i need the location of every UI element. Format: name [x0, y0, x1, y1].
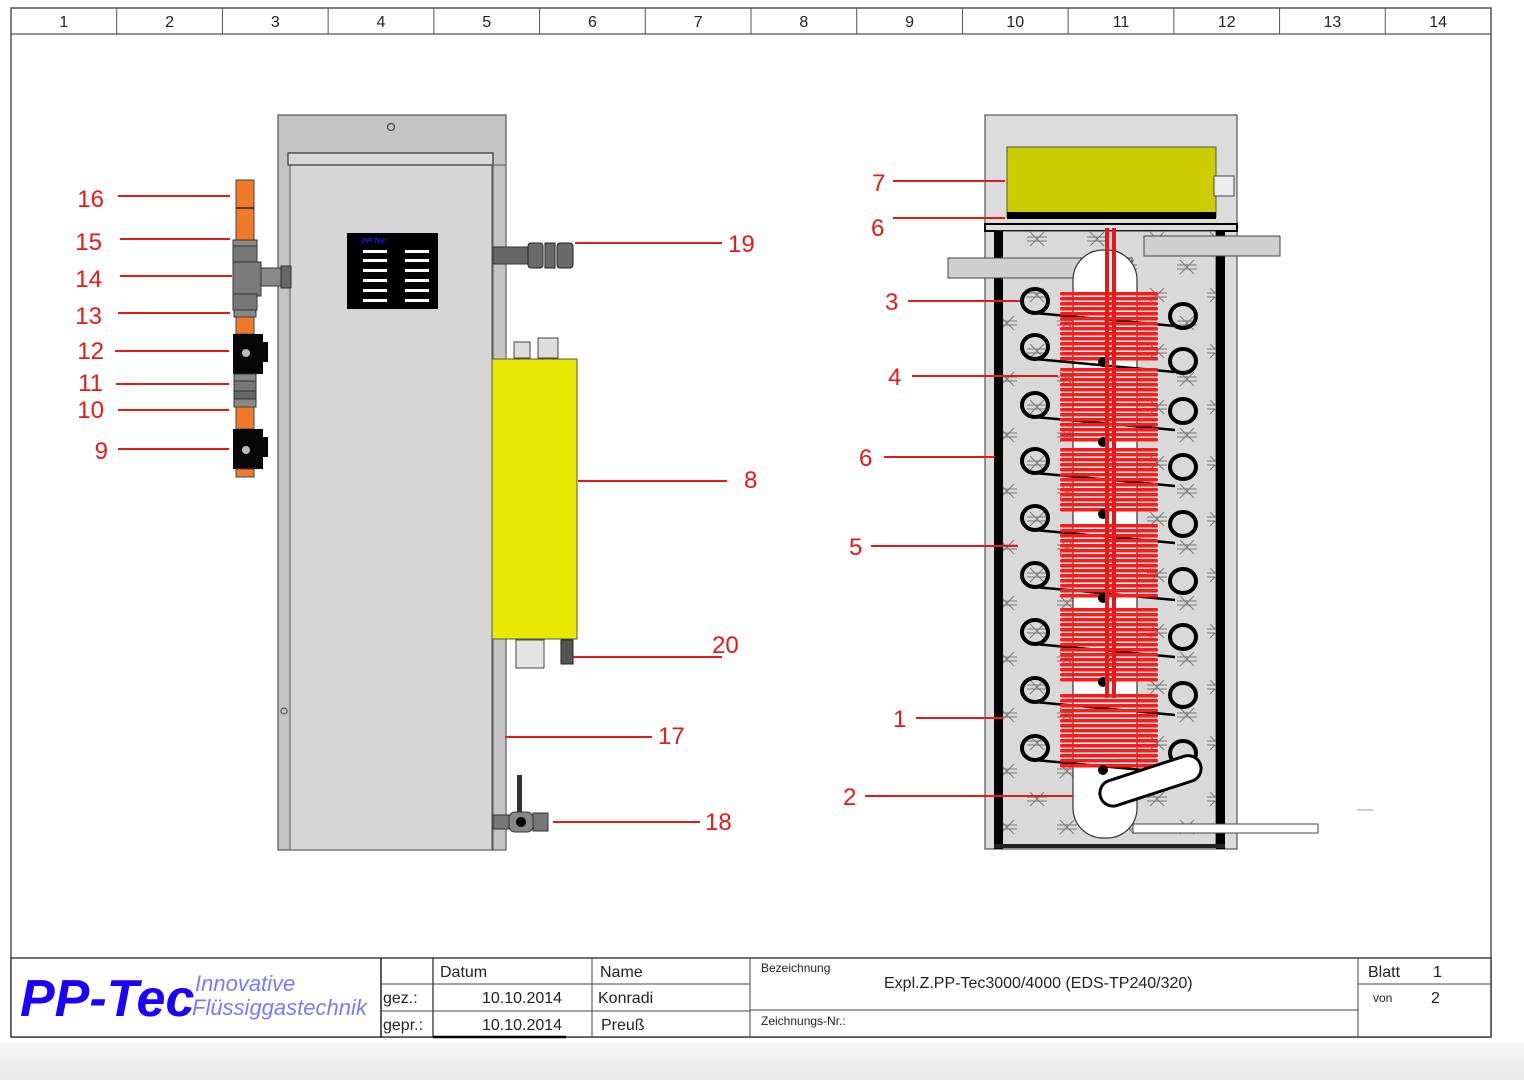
- callout-1: 1: [893, 706, 906, 733]
- callout-20: 20: [712, 632, 739, 659]
- grid-column-10: 10: [1006, 14, 1024, 31]
- callout-17: 17: [658, 723, 685, 750]
- logo-tagline-2: Flüssiggastechnik: [192, 995, 368, 1020]
- coil-ring: [1168, 567, 1198, 595]
- grid-column-1: 1: [59, 14, 68, 31]
- logo-pp-tec: PP-Tec: [20, 970, 194, 1028]
- von-label: von: [1373, 991, 1392, 1005]
- bezeichnung-label: Bezeichnung: [761, 961, 830, 975]
- zeichnungs-nr-label: Zeichnungs-Nr.:: [761, 1014, 846, 1028]
- grid-column-3: 3: [271, 14, 280, 31]
- callout-18: 18: [705, 809, 732, 836]
- bezeichnung-value: Expl.Z.PP-Tec3000/4000 (EDS-TP240/320): [884, 975, 1193, 992]
- cabinet-top-rail: [287, 152, 494, 166]
- heating-element: [1060, 694, 1158, 768]
- callout-leaders-right: [865, 180, 1073, 797]
- blatt-value: 1: [1433, 964, 1442, 981]
- blatt-label: Blatt: [1368, 964, 1401, 981]
- callout-labels: 16 15 14 13 12 11 10 9 19 8 20 17 18 7 6…: [75, 170, 906, 836]
- date-gepr: 10.10.2014: [482, 1017, 562, 1034]
- callout-19: 19: [728, 231, 755, 258]
- label-gepr: gepr.:: [383, 1017, 423, 1034]
- title-block: PP-Tec Innovative Flüssiggastechnik Datu…: [10, 957, 1492, 1039]
- front-view: PP-Tec: [115, 114, 727, 851]
- callout-5: 5: [849, 534, 862, 561]
- control-box: [1006, 146, 1217, 218]
- callout-13: 13: [75, 303, 102, 330]
- coil-ring: [1168, 453, 1198, 481]
- grid-column-8: 8: [799, 14, 808, 31]
- grid-column-13: 13: [1324, 14, 1342, 31]
- grid-column-11: 11: [1113, 14, 1130, 31]
- callout-3: 3: [885, 289, 898, 316]
- coil-ring: [1168, 681, 1198, 709]
- callout-16: 16: [77, 186, 104, 213]
- header-datum: Datum: [440, 964, 487, 981]
- grid-column-5: 5: [482, 14, 491, 31]
- inlet-pipe-assembly: [232, 179, 292, 478]
- callout-6-side: 6: [859, 445, 872, 472]
- callout-9: 9: [95, 438, 108, 465]
- coil-ring: [1168, 347, 1198, 375]
- callout-15: 15: [75, 229, 102, 256]
- grid-column-12: 12: [1218, 14, 1236, 31]
- section-view: [865, 114, 1319, 850]
- name-gez: Konradi: [598, 990, 653, 1007]
- label-gez: gez.:: [383, 990, 418, 1007]
- callout-10: 10: [77, 397, 104, 424]
- svg-text:PP-Tec: PP-Tec: [362, 238, 386, 245]
- sheet-frame: [10, 7, 1492, 1038]
- grid-column-4: 4: [377, 14, 386, 31]
- nameplate: PP-Tec: [347, 233, 438, 309]
- vaporizer-unit: [491, 337, 578, 669]
- callout-4: 4: [888, 364, 901, 391]
- logo-tagline-1: Innovative: [195, 971, 295, 996]
- date-gez: 10.10.2014: [482, 990, 562, 1007]
- grid-column-6: 6: [588, 14, 597, 31]
- callout-leaders-left: [115, 195, 727, 823]
- drain-valve: [492, 775, 549, 833]
- header-name: Name: [600, 964, 643, 981]
- viewer-bottom-bar: [0, 1042, 1524, 1080]
- callout-12: 12: [77, 338, 104, 365]
- callout-7: 7: [872, 170, 885, 197]
- heating-element: [1060, 608, 1158, 682]
- coil-ring: [1168, 623, 1198, 651]
- callout-6-top: 6: [871, 215, 884, 242]
- faint-mark: [1357, 809, 1373, 811]
- screw-icon: [280, 707, 288, 715]
- coil-ring: [1168, 302, 1198, 330]
- von-value: 2: [1431, 990, 1440, 1007]
- gas-outlet-fitting: [492, 242, 574, 269]
- callout-8: 8: [744, 467, 757, 494]
- callout-14: 14: [75, 266, 102, 293]
- callout-11: 11: [78, 370, 103, 397]
- grid-column-14: 14: [1429, 14, 1447, 31]
- name-gepr: Preuß: [601, 1017, 645, 1034]
- coil-ring: [1168, 397, 1198, 425]
- grid-column-9: 9: [905, 14, 914, 31]
- screw-icon: [386, 122, 396, 132]
- grid-column-2: 2: [165, 14, 174, 31]
- coil-ring: [1168, 510, 1198, 538]
- callout-2: 2: [843, 784, 856, 811]
- grid-column-7: 7: [694, 14, 703, 31]
